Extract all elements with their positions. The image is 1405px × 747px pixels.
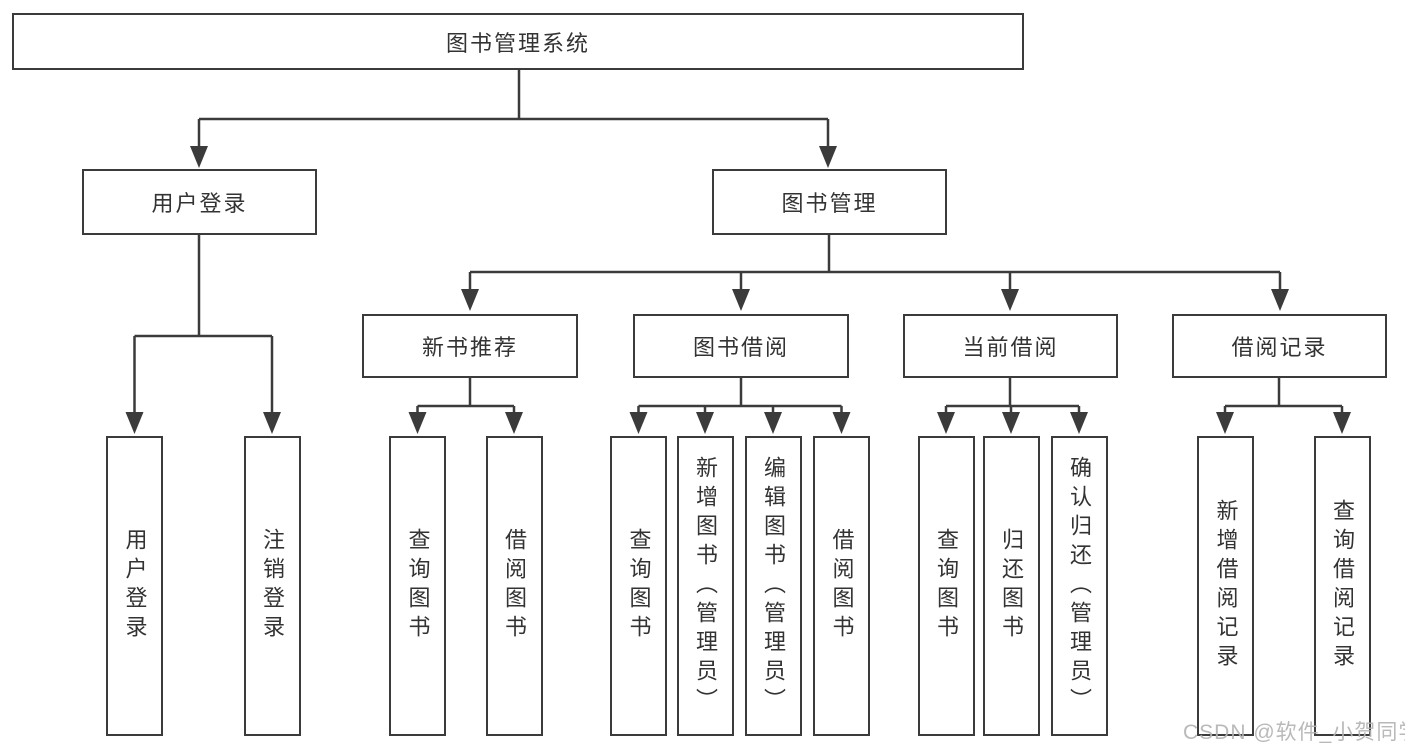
leaf-user-login: 用户登录 bbox=[106, 436, 163, 736]
leaf-confirm-return-admin: 确认归还（管理员） bbox=[1050, 436, 1108, 736]
leaf-add-book-admin: 新增图书（管理员） bbox=[676, 436, 734, 736]
node-current-borrow: 当前借阅 bbox=[903, 314, 1118, 378]
leaf-borrow-books: 借阅图书 bbox=[813, 436, 870, 736]
leaf-query-books-recommend: 查询图书 bbox=[389, 436, 446, 736]
node-library-system: 图书管理系统 bbox=[12, 13, 1024, 70]
leaf-return-book: 归还图书 bbox=[982, 436, 1040, 736]
node-book-borrow: 图书借阅 bbox=[633, 314, 849, 378]
leaf-logout-login: 注销登录 bbox=[243, 436, 301, 736]
node-user-login: 用户登录 bbox=[82, 169, 317, 235]
watermark: CSDN @软件_小贺同学 bbox=[1183, 721, 1405, 744]
leaf-borrow-books-recommend: 借阅图书 bbox=[485, 436, 543, 736]
node-new-book-recommend: 新书推荐 bbox=[362, 314, 578, 378]
leaf-query-books-borrow: 查询图书 bbox=[610, 436, 667, 736]
leaf-add-borrow-record: 新增借阅记录 bbox=[1197, 436, 1254, 736]
node-borrow-records: 借阅记录 bbox=[1172, 314, 1387, 378]
leaf-query-books-current: 查询图书 bbox=[917, 436, 975, 736]
node-book-management: 图书管理 bbox=[712, 169, 947, 235]
leaf-edit-book-admin: 编辑图书（管理员） bbox=[744, 436, 802, 736]
leaf-query-borrow-record: 查询借阅记录 bbox=[1313, 436, 1371, 736]
